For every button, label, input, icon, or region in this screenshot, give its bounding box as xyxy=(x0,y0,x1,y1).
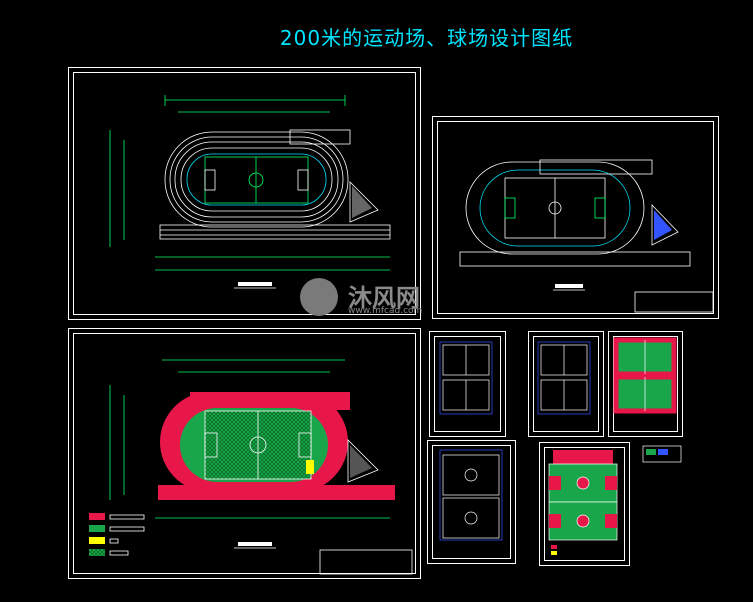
basketball-drawings xyxy=(439,449,618,555)
track-color-drawing xyxy=(89,359,413,575)
sheet-track-layout[interactable] xyxy=(432,116,719,319)
sheet-volleyball-b[interactable] xyxy=(528,331,604,437)
track-layout-drawing xyxy=(459,159,714,313)
watermark: 沐风网 www.mfcad.com xyxy=(300,278,460,318)
sheet-basketball-a[interactable] xyxy=(427,440,516,564)
watermark-sub: www.mfcad.com xyxy=(348,306,423,316)
watermark-main: 沐风网 xyxy=(348,284,420,312)
volleyball-drawings xyxy=(439,337,682,463)
track-plan-drawing xyxy=(109,95,391,289)
watermark-logo-icon xyxy=(300,278,338,316)
sheet-basketball-color[interactable] xyxy=(539,442,630,566)
drawing-title: 200米的运动场、球场设计图纸 xyxy=(279,26,574,50)
sheet-track-color-plan[interactable] xyxy=(68,328,421,579)
sheet-volleyball-a[interactable] xyxy=(429,331,506,437)
sheet-track-plan[interactable] xyxy=(68,67,421,320)
